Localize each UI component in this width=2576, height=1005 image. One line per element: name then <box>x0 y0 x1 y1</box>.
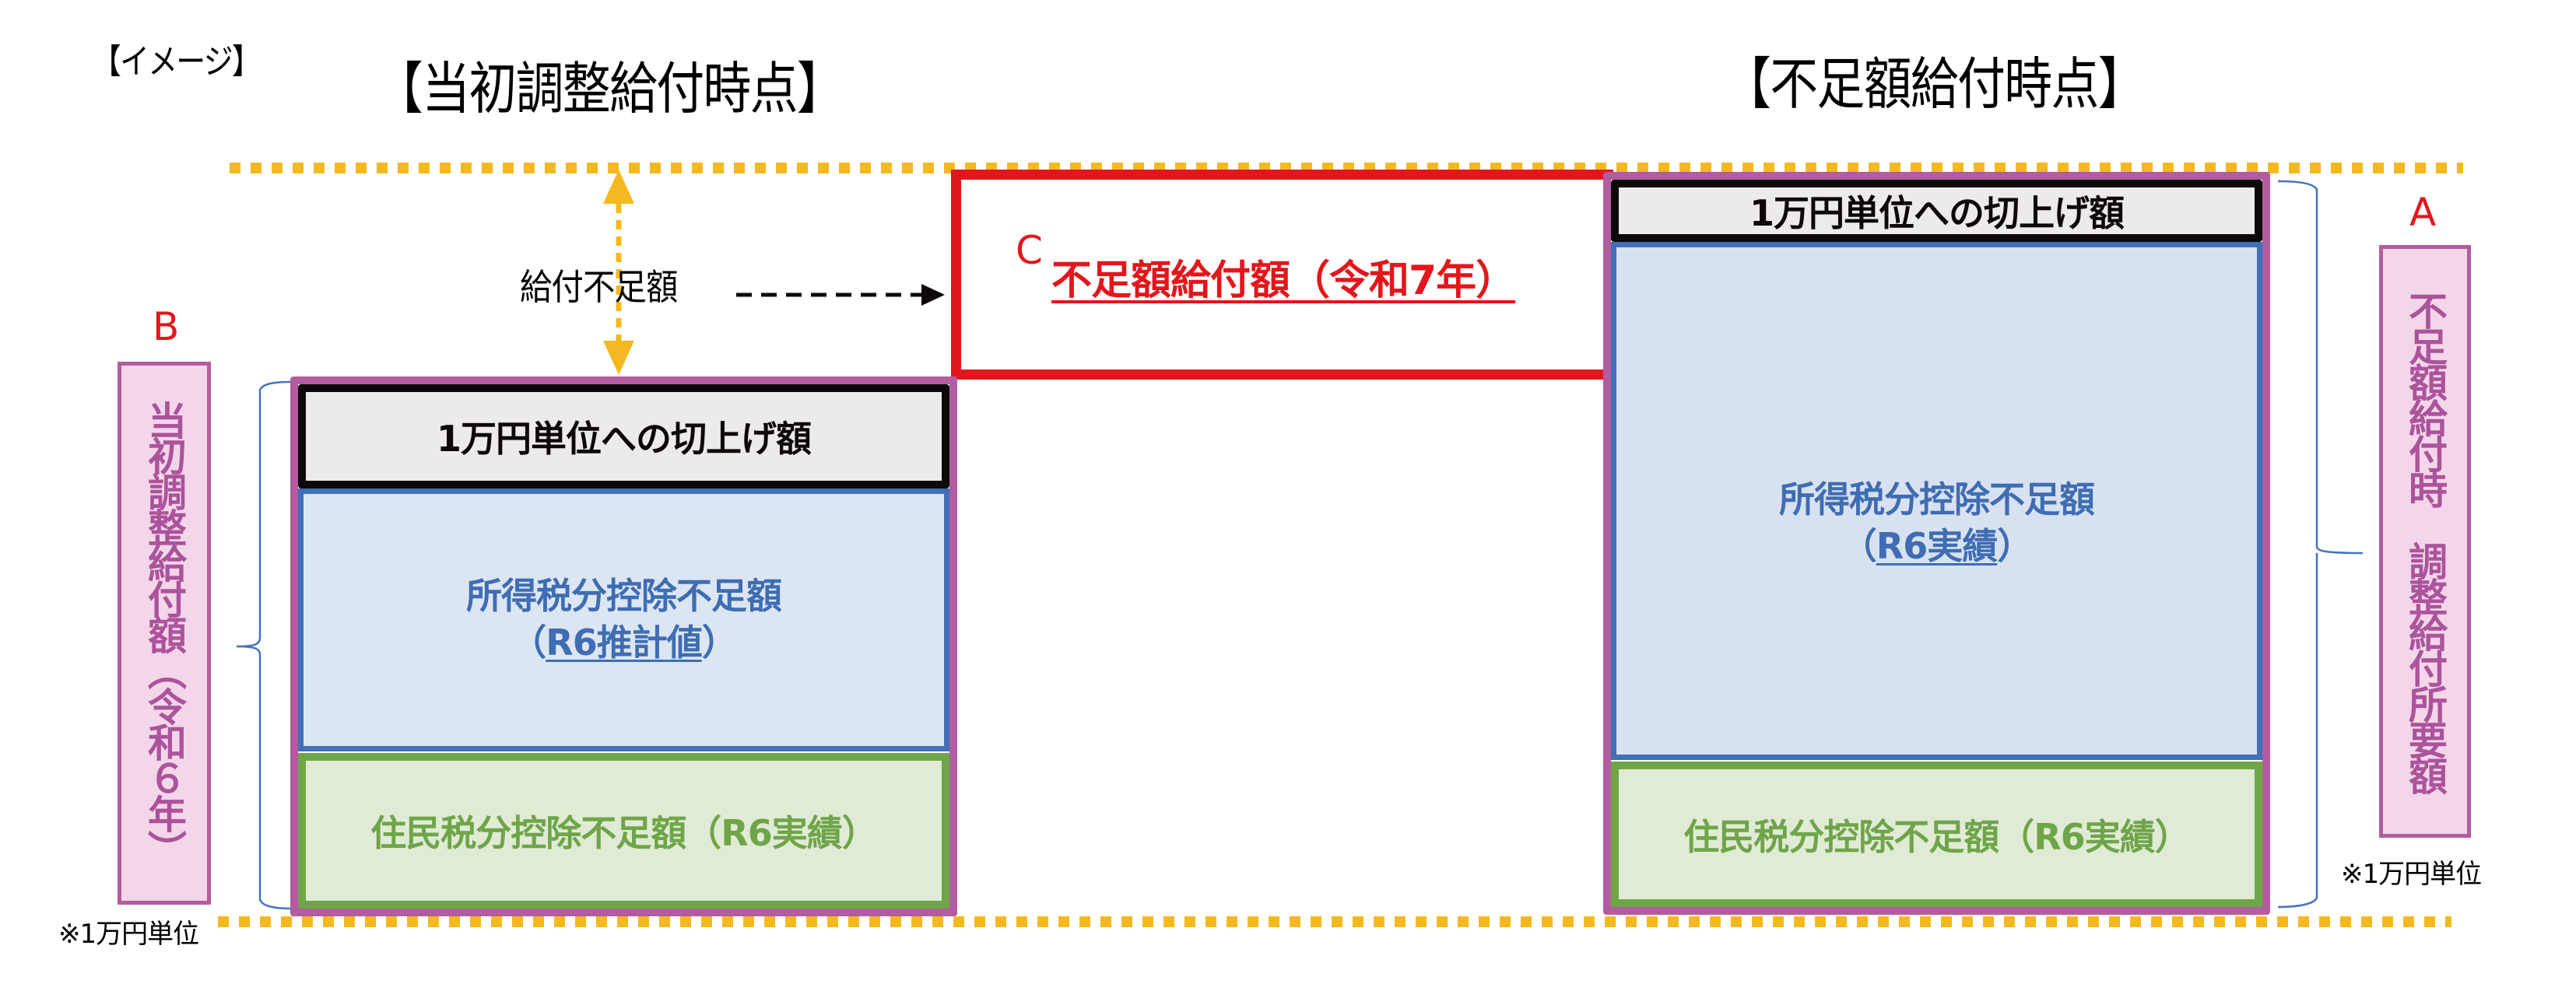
gap-label: 給付不足額 <box>520 266 678 308</box>
roundup-box: 1万円単位への切上げ額 <box>298 384 949 488</box>
roundup-label: 1万円単位への切上げ額 <box>436 418 812 460</box>
required-amount-label: 不足額給付時 調整給付所要額 <box>2379 245 2471 838</box>
shortfall-payment-title: 【不足額給付時点】 <box>1723 51 2146 117</box>
initial-payment-amount-text: 当初調整給付額（令和６年） <box>142 401 187 866</box>
resident-tax-label: 住民税分控除不足額（R6実績） <box>1683 815 2190 858</box>
roundup-label: 1万円単位への切上げ額 <box>1749 192 2125 234</box>
left-brace-icon <box>236 380 291 910</box>
shortfall-payment-box: C 不足額給付額（令和7年） <box>951 170 1613 380</box>
resident-tax-box: 住民税分控除不足額（R6実績） <box>298 753 949 909</box>
income-tax-label: 所得税分控除不足額 <box>1779 478 2095 520</box>
unit-note-right: ※1万円単位 <box>2341 859 2482 890</box>
bottom-guide-line <box>218 916 2451 927</box>
label-c: C <box>1016 228 1043 273</box>
shortfall-time-stack: 1万円単位への切上げ額 所得税分控除不足額 （R6実績） 住民税分控除不足額（R… <box>1603 172 2270 915</box>
label-b: B <box>153 304 180 349</box>
initial-payment-title: 【当初調整給付時点】 <box>375 56 845 121</box>
income-tax-label: 所得税分控除不足額 <box>466 575 782 618</box>
resident-tax-label: 住民税分控除不足額（R6実績） <box>370 812 877 854</box>
income-tax-box: 所得税分控除不足額 （R6推計値） <box>298 488 949 751</box>
income-tax-basis: （R6推計値） <box>511 622 737 664</box>
gap-double-arrow-icon <box>603 170 634 375</box>
income-tax-basis: （R6実績） <box>1841 524 2033 567</box>
roundup-box: 1万円単位への切上げ額 <box>1611 180 2262 242</box>
label-a: A <box>2409 190 2437 235</box>
top-guide-line <box>230 163 2463 173</box>
right-brace-icon <box>2277 180 2364 909</box>
dashed-right-arrow-icon <box>736 284 945 306</box>
initial-payment-amount-label: 当初調整給付額（令和６年） <box>118 362 211 905</box>
unit-note-left: ※1万円単位 <box>58 919 199 950</box>
income-tax-box: 所得税分控除不足額 （R6実績） <box>1611 242 2262 760</box>
resident-tax-box: 住民税分控除不足額（R6実績） <box>1611 762 2262 907</box>
shortfall-payment-label: 不足額給付額（令和7年） <box>1051 257 1516 304</box>
image-tag: 【イメージ】 <box>92 42 261 82</box>
initial-payment-stack: 1万円単位への切上げ額 所得税分控除不足額 （R6推計値） 住民税分控除不足額（… <box>290 376 957 916</box>
required-amount-text: 不足額給付時 調整給付所要額 <box>2402 291 2448 792</box>
